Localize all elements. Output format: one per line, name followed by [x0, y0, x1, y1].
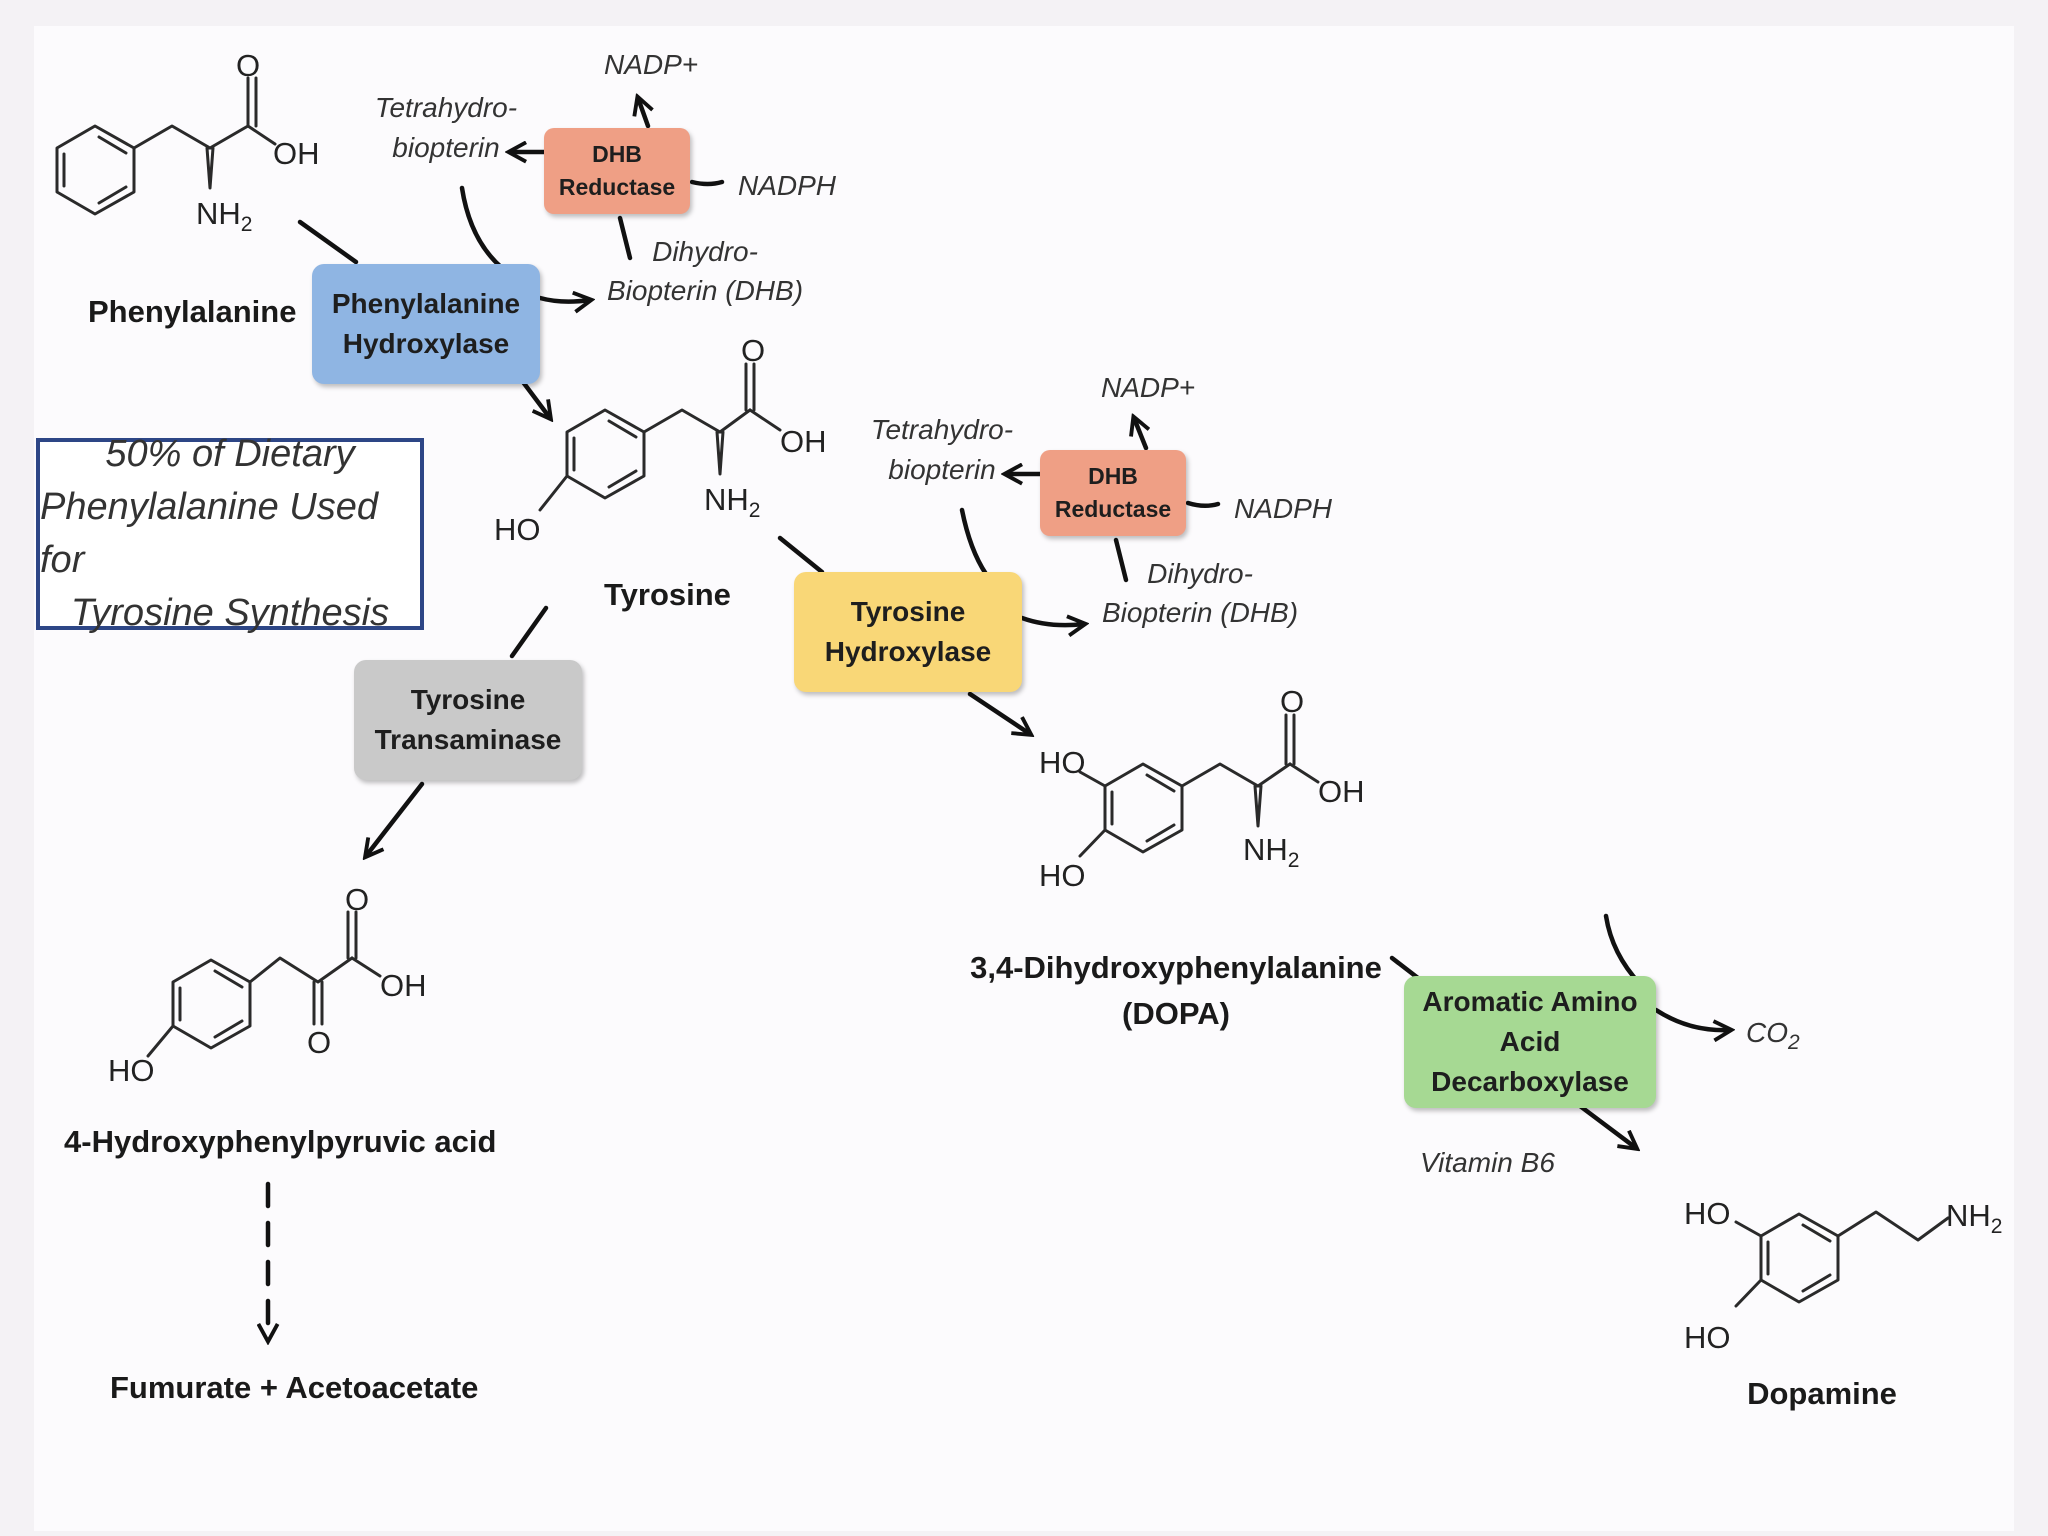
atom-nh2: NH2 — [704, 482, 760, 522]
dopamine-label: Dopamine — [1747, 1376, 1897, 1411]
dopa-label-line1: 3,4-Dihydroxyphenylalanine — [970, 950, 1382, 985]
nadp-plus-label: NADP+ — [1101, 372, 1195, 403]
dhb-reductase-box: DHB Reductase — [544, 128, 690, 214]
tetrahydrobiopterin-label-line2: biopterin — [392, 132, 499, 163]
enzyme-label-line1: DHB — [1088, 463, 1138, 489]
dopa-label-line2: (DOPA) — [1122, 996, 1230, 1031]
atom-o: O — [345, 882, 369, 917]
enzyme-label-line2: Reductase — [558, 174, 676, 200]
atom-ho: HO — [494, 512, 541, 547]
dhb-reductase-box: DHB Reductase — [1040, 450, 1186, 536]
dietary-note-box: 50% of Dietary Phenylalanine Used for Ty… — [36, 433, 424, 634]
atom-oh: OH — [273, 136, 320, 171]
atom-ho: HO — [1039, 858, 1086, 893]
note-line2: Phenylalanine Used for — [40, 486, 379, 581]
dihydrobiopterin-label-line1: Dihydro- — [1147, 558, 1253, 589]
enzyme-label-line2: Hydroxylase — [342, 328, 510, 359]
aromatic-amino-acid-decarboxylase-box: Aromatic Amino Acid Decarboxylase — [1404, 976, 1656, 1108]
dihydrobiopterin-label-line2: Biopterin (DHB) — [607, 275, 803, 306]
fumarate-acetoacetate-label: Fumurate + Acetoacetate — [110, 1370, 478, 1405]
atom-ho: HO — [1684, 1196, 1731, 1231]
dopa-structure — [1078, 713, 1320, 858]
tyrosine-transaminase-box: Tyrosine Transaminase — [354, 660, 582, 780]
enzyme-label-line1: Phenylalanine — [331, 288, 521, 319]
enzyme-label-line1: Tyrosine — [850, 596, 966, 627]
atom-o: O — [1280, 684, 1304, 719]
atom-oh: OH — [380, 968, 427, 1003]
atom-nh2: NH2 — [1243, 832, 1299, 872]
atom-ho: HO — [1684, 1320, 1731, 1355]
enzyme-label-line2: Reductase — [1054, 496, 1172, 522]
atom-nh2: NH2 — [1946, 1198, 2002, 1238]
phenylalanine-hydroxylase-box: Phenylalanine Hydroxylase — [312, 264, 540, 384]
enzyme-label-line1: DHB — [592, 141, 642, 167]
co2-label: CO2 — [1746, 1017, 1800, 1054]
phenylalanine-structure — [55, 76, 277, 216]
tyrosine-label: Tyrosine — [604, 577, 731, 612]
atom-o: O — [236, 48, 260, 83]
dihydrobiopterin-label-line1: Dihydro- — [652, 236, 758, 267]
tetrahydrobiopterin-label-line1: Tetrahydro- — [871, 414, 1013, 445]
dopamine-structure — [1734, 1210, 1950, 1308]
atom-oh: OH — [780, 424, 827, 459]
tetrahydrobiopterin-label-line1: Tetrahydro- — [375, 92, 517, 123]
enzyme-label-line3: Decarboxylase — [1431, 1066, 1629, 1097]
vitamin-b6-label: Vitamin B6 — [1420, 1147, 1555, 1178]
phenylalanine-label: Phenylalanine — [88, 294, 296, 329]
hppa-structure — [146, 910, 382, 1058]
dihydrobiopterin-label-line2: Biopterin (DHB) — [1102, 597, 1298, 628]
enzyme-label-line1: Aromatic Amino — [1422, 986, 1638, 1017]
enzyme-label-line2: Acid — [1499, 1026, 1561, 1057]
enzyme-label-line2: Transaminase — [374, 724, 562, 755]
hppa-label: 4-Hydroxyphenylpyruvic acid — [64, 1124, 496, 1159]
tyrosine-hydroxylase-box: Tyrosine Hydroxylase — [794, 572, 1022, 692]
reaction-arrows — [268, 98, 1730, 1340]
atom-nh2: NH2 — [196, 196, 252, 236]
nadph-label: NADPH — [738, 170, 837, 201]
atom-ho: HO — [108, 1053, 155, 1088]
tetrahydrobiopterin-label-line2: biopterin — [888, 454, 995, 485]
enzyme-label-line2: Hydroxylase — [824, 636, 992, 667]
atom-o: O — [307, 1025, 331, 1060]
tyrosine-structure — [538, 362, 782, 512]
atom-o: O — [741, 333, 765, 368]
atom-oh: OH — [1318, 774, 1365, 809]
nadph-label: NADPH — [1234, 493, 1333, 524]
nadp-plus-label: NADP+ — [604, 49, 698, 80]
enzyme-label-line1: Tyrosine — [410, 684, 526, 715]
atom-ho: HO — [1039, 745, 1086, 780]
note-line1: 50% of Dietary — [105, 433, 355, 475]
note-line3: Tyrosine Synthesis — [70, 592, 390, 634]
